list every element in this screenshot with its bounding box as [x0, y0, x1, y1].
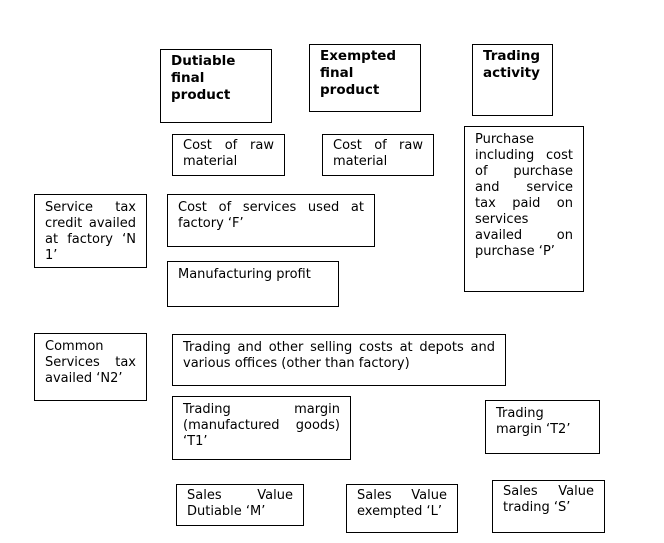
- box-line: Cost of raw: [333, 138, 423, 153]
- trading-margin-t1-box: Trading margin (manufactured goods) ‘T1’: [172, 396, 351, 460]
- box-line: and service: [475, 180, 573, 195]
- header-line: product: [320, 82, 380, 98]
- box-line: tax paid on: [475, 196, 573, 211]
- manufacturing-profit-box: Manufacturing profit: [167, 261, 339, 307]
- box-line: Trading and other selling costs at depot…: [183, 340, 495, 355]
- header-line: final: [171, 70, 205, 86]
- box-line: availed on: [475, 228, 573, 243]
- cost-of-raw-material-exempted: Cost of raw material: [322, 134, 434, 176]
- box-line: ‘T1’: [183, 434, 208, 449]
- box-line: Sales Value: [503, 484, 594, 499]
- header-line: product: [171, 87, 231, 103]
- box-line: material: [183, 154, 238, 169]
- header-line: activity: [483, 65, 540, 81]
- header-line: Trading: [483, 48, 541, 64]
- exempted-final-product-header: Exempted final product: [309, 44, 421, 112]
- box-line: Common: [45, 339, 104, 354]
- box-line: Trading: [496, 406, 544, 421]
- box-line: factory ‘F’: [178, 216, 244, 231]
- service-tax-credit-box: Service tax credit availed at factory ‘N…: [34, 194, 147, 268]
- box-line: credit availed: [45, 216, 136, 231]
- box-line: Trading margin: [183, 402, 340, 417]
- box-line: Sales Value: [187, 488, 293, 503]
- box-line: exempted ‘L’: [357, 504, 442, 519]
- box-line: of purchase: [475, 164, 573, 179]
- box-line: services: [475, 212, 529, 227]
- trading-activity-header: Trading activity: [472, 44, 553, 116]
- cost-of-raw-material-dutiable: Cost of raw material: [172, 134, 285, 176]
- box-line: Manufacturing profit: [178, 267, 311, 282]
- box-line: 1’: [45, 248, 58, 263]
- box-line: material: [333, 154, 388, 169]
- header-line: Exempted: [320, 48, 397, 64]
- common-services-tax-box: Common Services tax availed ‘N2’: [34, 333, 147, 401]
- box-line: Cost of raw: [183, 138, 274, 153]
- box-line: availed ‘N2’: [45, 371, 123, 386]
- box-line: various offices (other than factory): [183, 356, 410, 371]
- box-line: Sales Value: [357, 488, 447, 503]
- box-line: Cost of services used at: [178, 200, 364, 215]
- sales-value-dutiable-box: Sales Value Dutiable ‘M’: [176, 484, 304, 526]
- box-line: trading ‘S’: [503, 500, 571, 515]
- box-line: Dutiable ‘M’: [187, 504, 266, 519]
- sales-value-exempted-box: Sales Value exempted ‘L’: [346, 484, 458, 533]
- trading-margin-t2-box: Trading margin ‘T2’: [485, 400, 600, 454]
- trading-selling-costs-box: Trading and other selling costs at depot…: [172, 334, 506, 386]
- box-line: Service tax: [45, 200, 136, 215]
- box-line: at factory ‘N: [45, 232, 136, 247]
- box-line: Purchase: [475, 132, 535, 147]
- box-line: (manufactured goods): [183, 418, 340, 433]
- header-line: Dutiable: [171, 53, 236, 69]
- header-line: final: [320, 65, 354, 81]
- box-line: including cost: [475, 148, 573, 163]
- box-line: margin ‘T2’: [496, 422, 571, 437]
- box-line: purchase ‘P’: [475, 244, 555, 259]
- sales-value-trading-box: Sales Value trading ‘S’: [492, 480, 605, 533]
- dutiable-final-product-header: Dutiable final product: [160, 49, 272, 123]
- purchase-box: Purchase including cost of purchase and …: [464, 126, 584, 292]
- box-line: Services tax: [45, 355, 136, 370]
- cost-of-services-box: Cost of services used at factory ‘F’: [167, 194, 375, 247]
